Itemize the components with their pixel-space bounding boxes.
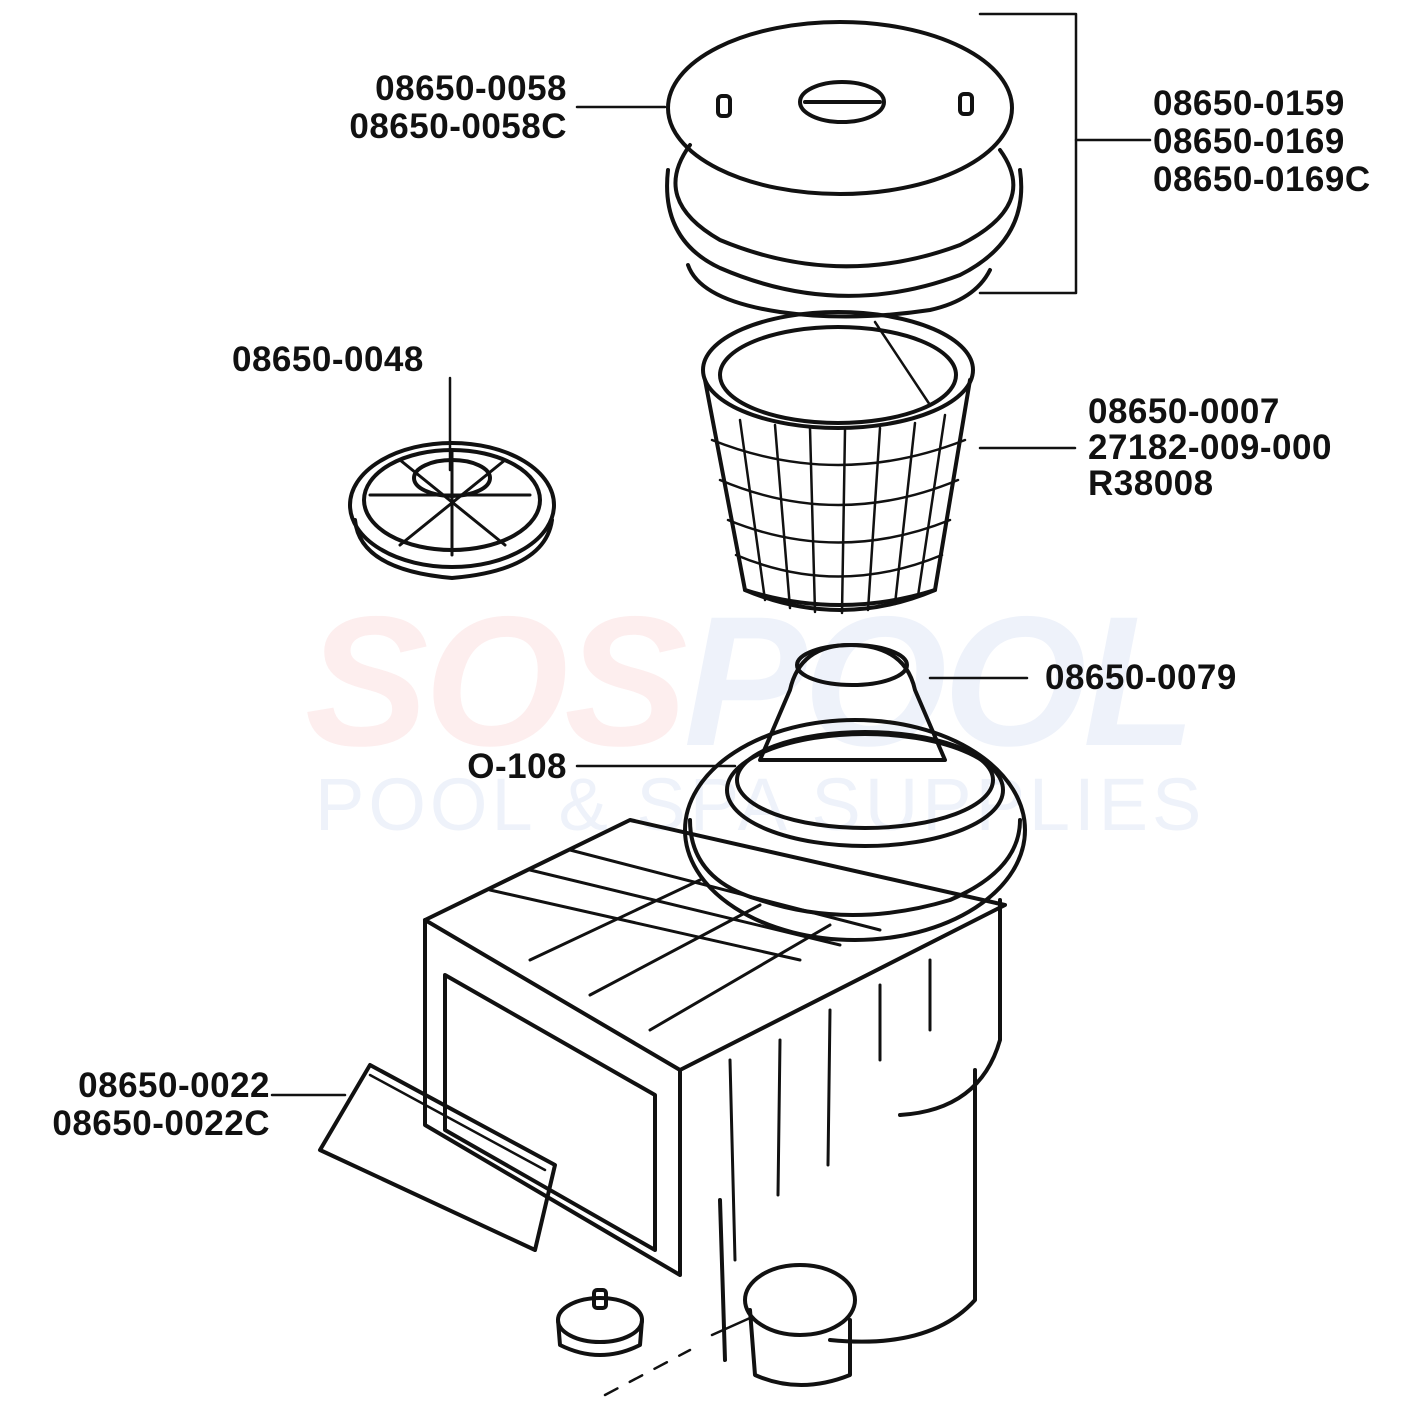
equalizer-cap <box>348 441 556 580</box>
label-oring: O-108 <box>467 747 567 786</box>
drain-plug <box>556 1288 752 1397</box>
skimmer-collar <box>665 143 1024 319</box>
strainer-basket <box>701 310 975 615</box>
skimmer-lid <box>666 20 1014 196</box>
label-equalizer-cap: 08650-0048 <box>232 340 424 379</box>
weir-door <box>318 1063 557 1252</box>
leader-lines <box>270 12 1152 1097</box>
skimmer-body <box>423 643 1027 1387</box>
label-adapter: 08650-0079 <box>1045 658 1237 697</box>
